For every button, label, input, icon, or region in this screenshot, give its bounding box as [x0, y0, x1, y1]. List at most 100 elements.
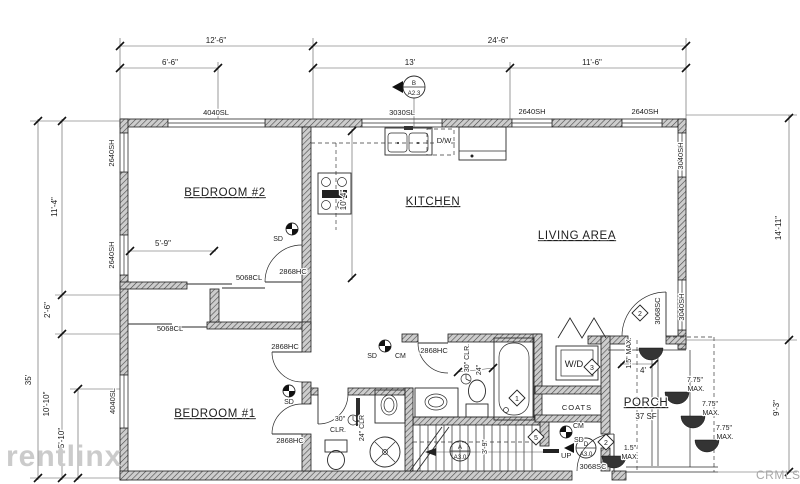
section-letter: B [412, 80, 416, 87]
smoke-detector-icon [559, 425, 573, 439]
kitchen-sink [384, 127, 433, 156]
clearance-labels: 30" CLR. 24" 30" CLR. 24" CLR 1.5" MAX. … [329, 336, 735, 462]
window-label: 2640SH [107, 241, 116, 268]
stove-icon [317, 172, 352, 215]
bath2-fixtures [324, 389, 406, 470]
vanity [374, 389, 406, 424]
window-label: 2640SH [631, 107, 658, 116]
section-marker-d: D A3.0 [564, 437, 597, 459]
refrigerator [458, 126, 507, 161]
clearance-label: CLR. [330, 427, 346, 434]
porch-area: 37 SF [635, 412, 656, 421]
step-fan [664, 391, 690, 405]
up-label: UP [561, 451, 571, 460]
window-label: 4040SL [203, 108, 229, 117]
wall-left [119, 118, 129, 134]
section-letter: A [458, 444, 463, 451]
windows [119, 118, 687, 429]
window-label: 3030SL [389, 108, 415, 117]
bath1-fixtures [414, 337, 535, 421]
step-label: MAX. [702, 410, 719, 417]
dim-label: 5'-10" [57, 428, 66, 449]
clearance-label: 24" [476, 364, 483, 375]
door-pocket [356, 398, 360, 426]
door-swing [576, 433, 615, 472]
break-line [557, 317, 607, 339]
section-arrow-icon [564, 443, 574, 453]
step-label: MAX. [687, 386, 704, 393]
wall-kitchen-bedroom2 [301, 126, 312, 331]
dim-label: 11'-4" [50, 197, 59, 217]
door-swing [264, 244, 303, 283]
door-swing [621, 291, 667, 337]
clearance-label: 30" CLR. [464, 344, 471, 372]
wall-bath1-top [401, 333, 419, 343]
section-marker-a: A A3.0 [449, 440, 471, 462]
smoke-detector-label: SD [284, 399, 294, 406]
watermarks: rentlinx CRMLS [6, 440, 800, 482]
window-label: 2640SH [518, 107, 545, 116]
keynote-diamonds: 1 2 2 3 5 [508, 304, 649, 451]
door-label: 2868HC [276, 436, 304, 445]
dim-label: 24'-6" [488, 36, 509, 45]
watermark-rentlinx: rentlinx [6, 440, 122, 473]
detector-symbols [282, 222, 573, 439]
window-label: 3040SH [676, 142, 685, 169]
room-label-coats: COATS [562, 403, 592, 412]
wall-top [264, 118, 363, 128]
dim-label: 10'-10" [42, 391, 51, 416]
step-label: 7.75" [687, 377, 704, 384]
room-label-bedroom1: BEDROOM #1 [174, 408, 255, 420]
wall-bath2-right [404, 387, 414, 472]
wall-closet-top [119, 281, 188, 290]
dim-label: 11'-6" [582, 58, 602, 67]
wall-left [119, 171, 129, 236]
door-label: 2868HC [279, 267, 307, 276]
faucet-icon [404, 126, 413, 130]
step-fan [638, 347, 664, 361]
toilet-bowl [327, 450, 345, 470]
wall-bath2-top [347, 387, 414, 396]
step-label: MAX. [621, 454, 638, 461]
door-label: 3068SC [653, 297, 662, 325]
door-swing [271, 351, 303, 383]
section-marker-b: B A2.3 [392, 75, 426, 99]
clearance-label: 24" CLR [359, 415, 366, 441]
dim-label: 5'-9" [155, 239, 171, 248]
wall-right [677, 176, 687, 281]
dimension-labels: 12'-6" 24'-6" 6'-6" 13' 11'-6" 11'-4" 2'… [23, 35, 784, 455]
window-label: 2640SH [107, 139, 116, 166]
room-label-kitchen: KITCHEN [406, 196, 461, 208]
clearance-label: 30" [335, 416, 346, 423]
section-sheet: A3.0 [454, 454, 467, 461]
dim-label: 14'-11" [774, 216, 783, 240]
dim-label: 9'-3" [772, 400, 781, 416]
dim-label: 12'-6" [206, 36, 227, 45]
dim-label: 13' [405, 58, 416, 67]
stair-treads [409, 425, 559, 472]
toilet-bowl [468, 379, 486, 403]
door-swing [317, 393, 349, 425]
step-fan [694, 439, 720, 453]
dishwasher-label: D/W [437, 136, 453, 145]
porch-steps [601, 336, 720, 473]
wall-bedroom1-right [301, 381, 312, 405]
dimension-lines [30, 38, 797, 483]
room-label-bedroom2: BEDROOM #2 [184, 187, 265, 199]
dim-label: 6'-6" [162, 58, 178, 67]
opening-labels: 4040SL 3030SL 2640SH 2640SH 2640SH 2640S… [106, 106, 687, 472]
door-label: 3068SC [579, 462, 607, 471]
closet-label: 5068CL [236, 273, 262, 282]
smoke-detector-icon [285, 222, 299, 236]
smoke-detector-label: SD [367, 353, 377, 360]
section-letter: D [584, 441, 589, 448]
step-label: 7.75" [702, 401, 719, 408]
wall-bath2-top [310, 387, 319, 396]
sink-icon [380, 394, 398, 416]
wall-wd-bottom [534, 385, 609, 395]
wall-right [677, 118, 687, 134]
section-arrow-icon [392, 81, 403, 93]
wall-top [441, 118, 513, 128]
dim-label: 35' [24, 374, 33, 385]
vanity [414, 387, 459, 418]
